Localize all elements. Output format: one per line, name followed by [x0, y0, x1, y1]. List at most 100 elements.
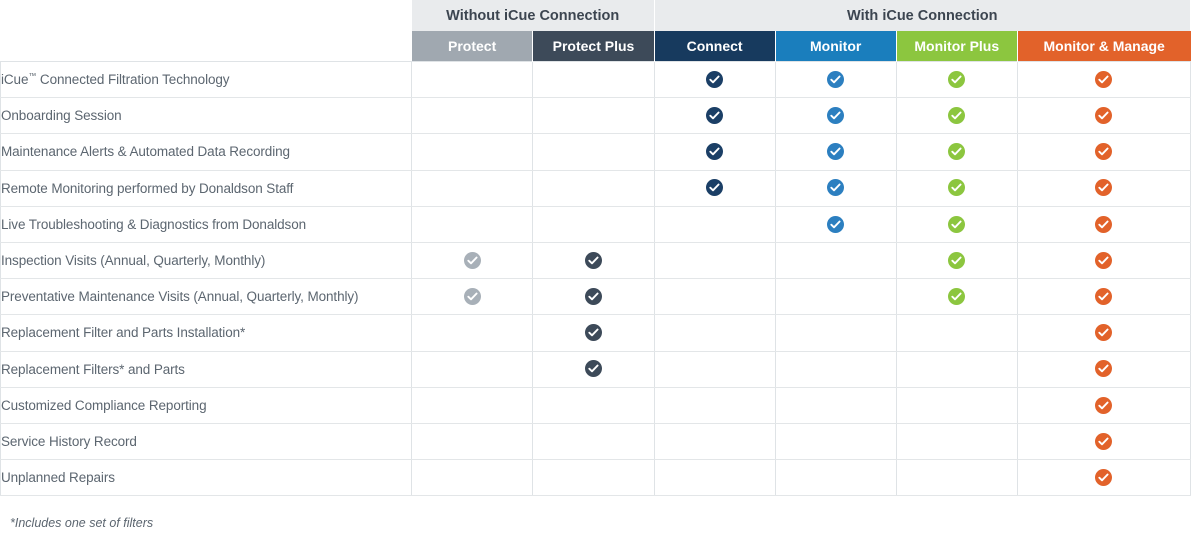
- cell-protect: [411, 278, 534, 316]
- cell-protect: [411, 133, 534, 171]
- check-circle-icon: [706, 179, 724, 197]
- cell-protect: [411, 97, 534, 135]
- feature-label: Maintenance Alerts & Automated Data Reco…: [0, 133, 413, 171]
- check-circle-icon: [584, 251, 602, 269]
- check-circle-icon: [1095, 70, 1113, 88]
- check-circle-icon: [1095, 143, 1113, 161]
- plan-header-protect-plus[interactable]: Protect Plus: [532, 31, 655, 62]
- check-circle-icon: [706, 107, 724, 125]
- footnote: *Includes one set of filters: [10, 516, 154, 530]
- table-row: Service History Record: [0, 423, 1192, 461]
- cell-monitor: [775, 60, 897, 99]
- cell-monitor-manage: [1017, 351, 1192, 388]
- table-row: Preventative Maintenance Visits (Annual,…: [0, 278, 1192, 316]
- feature-label: Unplanned Repairs: [0, 459, 413, 497]
- check-circle-icon: [584, 287, 602, 305]
- feature-label: Customized Compliance Reporting: [0, 387, 413, 424]
- feature-label: Live Troubleshooting & Diagnostics from …: [0, 206, 413, 243]
- cell-monitor-manage: [1017, 206, 1192, 243]
- group-header-spacer: [0, 0, 412, 31]
- check-circle-icon: [827, 179, 845, 197]
- cell-monitor-plus: [896, 206, 1018, 243]
- cell-monitor-manage: [1017, 314, 1192, 352]
- check-circle-icon: [1095, 287, 1113, 305]
- cell-monitor-manage: [1017, 133, 1192, 171]
- cell-monitor-plus: [896, 60, 1018, 99]
- cell-protect-plus: [532, 242, 655, 280]
- cell-monitor-plus: [896, 242, 1018, 280]
- cell-monitor-plus: [896, 133, 1018, 171]
- plan-header-spacer: [0, 31, 412, 62]
- check-circle-icon: [1095, 396, 1113, 414]
- cell-monitor-plus: [896, 387, 1018, 424]
- cell-monitor-manage: [1017, 387, 1192, 424]
- cell-connect: [654, 133, 776, 171]
- cell-monitor: [775, 97, 897, 135]
- cell-connect: [654, 170, 776, 207]
- cell-protect: [411, 170, 534, 207]
- check-circle-icon: [827, 107, 845, 125]
- cell-connect: [654, 97, 776, 135]
- cell-monitor-plus: [896, 170, 1018, 207]
- cell-protect: [411, 60, 534, 99]
- cell-protect: [411, 242, 534, 280]
- check-circle-icon: [948, 143, 966, 161]
- cell-connect: [654, 278, 776, 316]
- cell-monitor: [775, 387, 897, 424]
- plan-header-connect[interactable]: Connect: [654, 31, 776, 62]
- cell-protect-plus: [532, 97, 655, 135]
- plan-header-monitor-plus[interactable]: Monitor Plus: [896, 31, 1018, 62]
- feature-label: Inspection Visits (Annual, Quarterly, Mo…: [0, 242, 413, 280]
- group-header-with-icue-connection: With iCue Connection: [654, 0, 1192, 31]
- cell-connect: [654, 60, 776, 99]
- plan-header-monitor-manage[interactable]: Monitor & Manage: [1017, 31, 1191, 62]
- table-row: Replacement Filter and Parts Installatio…: [0, 314, 1192, 352]
- cell-monitor: [775, 242, 897, 280]
- cell-connect: [654, 459, 776, 497]
- feature-label: Service History Record: [0, 423, 413, 461]
- cell-protect-plus: [532, 459, 655, 497]
- cell-protect-plus: [532, 314, 655, 352]
- check-circle-icon: [948, 251, 966, 269]
- cell-monitor: [775, 459, 897, 497]
- cell-monitor: [775, 314, 897, 352]
- table-row: iCue™ Connected Filtration Technology: [0, 60, 1192, 99]
- check-circle-icon: [1095, 251, 1113, 269]
- check-circle-icon: [1095, 468, 1113, 486]
- check-circle-icon: [1095, 360, 1113, 378]
- cell-monitor-manage: [1017, 423, 1192, 461]
- plan-header-monitor[interactable]: Monitor: [775, 31, 897, 62]
- feature-label: Remote Monitoring performed by Donaldson…: [0, 170, 413, 207]
- cell-monitor-manage: [1017, 60, 1192, 99]
- table-row: Customized Compliance Reporting: [0, 387, 1192, 424]
- cell-protect: [411, 423, 534, 461]
- cell-protect: [411, 351, 534, 388]
- check-circle-icon: [1095, 324, 1113, 342]
- check-circle-icon: [463, 251, 481, 269]
- check-circle-icon: [948, 70, 966, 88]
- cell-monitor-manage: [1017, 278, 1192, 316]
- plan-header-protect[interactable]: Protect: [411, 31, 534, 62]
- cell-protect-plus: [532, 387, 655, 424]
- cell-monitor-manage: [1017, 459, 1192, 497]
- cell-monitor: [775, 423, 897, 461]
- cell-connect: [654, 242, 776, 280]
- check-circle-icon: [1095, 179, 1113, 197]
- cell-monitor-plus: [896, 97, 1018, 135]
- cell-protect-plus: [532, 351, 655, 388]
- check-circle-icon: [1095, 107, 1113, 125]
- cell-monitor: [775, 170, 897, 207]
- cell-monitor: [775, 133, 897, 171]
- check-circle-icon: [948, 107, 966, 125]
- cell-monitor-plus: [896, 314, 1018, 352]
- check-circle-icon: [706, 143, 724, 161]
- check-circle-icon: [827, 215, 845, 233]
- cell-monitor-manage: [1017, 242, 1192, 280]
- check-circle-icon: [948, 179, 966, 197]
- cell-monitor-manage: [1017, 97, 1192, 135]
